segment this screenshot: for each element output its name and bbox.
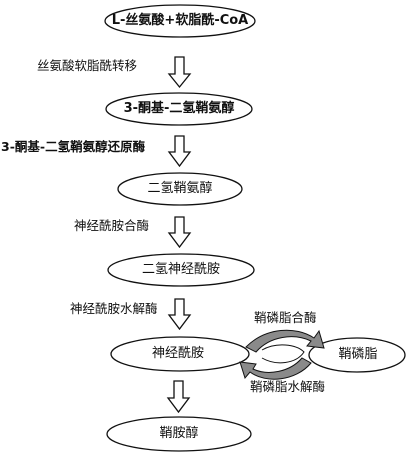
down-arrow-4 xyxy=(167,298,192,331)
node-ellipse-dihydroceramide xyxy=(107,253,255,287)
node-ellipse-dihydrosphingosine xyxy=(117,172,243,206)
enzyme-label-sphingomyelin-hydrolase: 鞘磷脂水解酶 xyxy=(250,379,326,394)
enzyme-label-ceramide-synthase: 神经酰胺合酶 xyxy=(74,218,150,233)
node-label-serine-palmitoyl-coa: L-丝氨酸+软脂酰-CoA xyxy=(111,13,249,28)
node-label-dihydrosphingosine: 二氢鞘氨醇 xyxy=(147,181,213,196)
node-ellipse-serine-palmitoyl-coa xyxy=(104,4,256,38)
sphingomyelin-cycle-arrows xyxy=(239,329,325,380)
node-label-sphingosine: 鞘胺醇 xyxy=(159,426,199,441)
node-ellipse-sphingosine xyxy=(106,416,252,452)
node-label-dihydroceramide: 二氢神经酰胺 xyxy=(141,262,221,277)
node-ellipse-3-ketodihydrosphingosine xyxy=(105,92,253,126)
node-label-sphingomyelin: 鞘磷脂 xyxy=(338,347,378,362)
down-arrow-5 xyxy=(166,380,191,414)
node-label-3-ketodihydrosphingosine: 3-酮基-二氢鞘氨醇 xyxy=(123,101,235,116)
enzyme-label-sphingomyelin-synthase: 鞘磷脂合酶 xyxy=(254,310,317,325)
down-arrow-3 xyxy=(167,216,192,249)
cycle-arrow-upper xyxy=(245,329,325,353)
node-label-ceramide: 神经酰胺 xyxy=(151,346,205,361)
cycle-inner-curve xyxy=(261,344,305,364)
down-arrow-1 xyxy=(167,56,192,89)
enzyme-label-ceramide-hydrolase: 神经酰胺水解酶 xyxy=(70,301,158,316)
down-arrow-2 xyxy=(167,135,192,168)
enzyme-label-serine-palmitoyltransferase: 丝氨酸软脂酰转移 xyxy=(37,58,138,73)
cycle-arrow-lower xyxy=(239,357,312,380)
node-ellipse-sphingomyelin xyxy=(308,337,406,373)
node-ellipse-ceramide xyxy=(110,336,250,372)
enzyme-label-3-ketodihydrosphingosine-reductase: 3-酮基-二氢鞘氨醇还原酶 xyxy=(1,139,146,154)
